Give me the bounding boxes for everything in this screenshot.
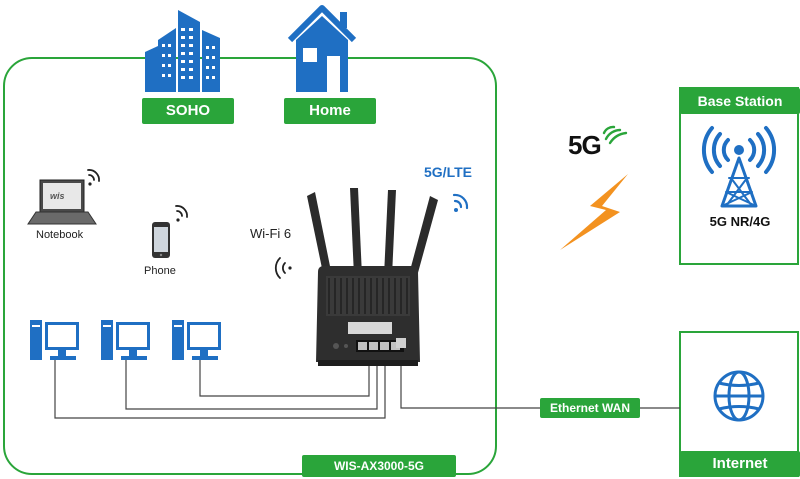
- phone-icon: [152, 222, 170, 258]
- lightning-icon: [560, 174, 628, 250]
- soho-label: SOHO: [142, 98, 234, 124]
- nr-label: 5G NR/4G: [709, 214, 771, 229]
- base-station-box: [679, 87, 799, 265]
- wifi-icon: [452, 193, 469, 212]
- house-icon: [287, 5, 357, 92]
- desktop-icon: [30, 320, 79, 360]
- wifi-icon: [274, 257, 292, 279]
- lan-boundary: [3, 57, 497, 475]
- wifi-icon: [175, 205, 188, 222]
- home-label: Home: [284, 98, 376, 124]
- desktop-icon: [101, 320, 150, 360]
- model-label: WIS-AX3000-5G: [302, 455, 456, 477]
- notebook-label: Notebook: [36, 229, 84, 241]
- svg-text:wis: wis: [50, 191, 65, 201]
- lan-cables: [54, 356, 680, 419]
- signal-arcs-icon: [602, 125, 628, 145]
- globe-icon: [713, 370, 765, 422]
- phone-label: Phone: [144, 265, 176, 277]
- cell-tower-icon: [701, 126, 777, 208]
- wifi6-label: Wi-Fi 6: [250, 226, 292, 241]
- internet-label: Internet: [680, 451, 800, 477]
- lte-label: 5G/LTE: [424, 164, 472, 180]
- wifi-icon: [87, 169, 100, 186]
- laptop-icon: wis: [27, 179, 97, 225]
- five-g-label: 5G: [568, 130, 602, 160]
- base-station-label: Base Station: [680, 88, 800, 114]
- building-icon: [145, 10, 220, 92]
- ethernet-wan-label: Ethernet WAN: [540, 398, 640, 418]
- router-icon: [307, 188, 438, 366]
- desktop-icon: [172, 320, 221, 360]
